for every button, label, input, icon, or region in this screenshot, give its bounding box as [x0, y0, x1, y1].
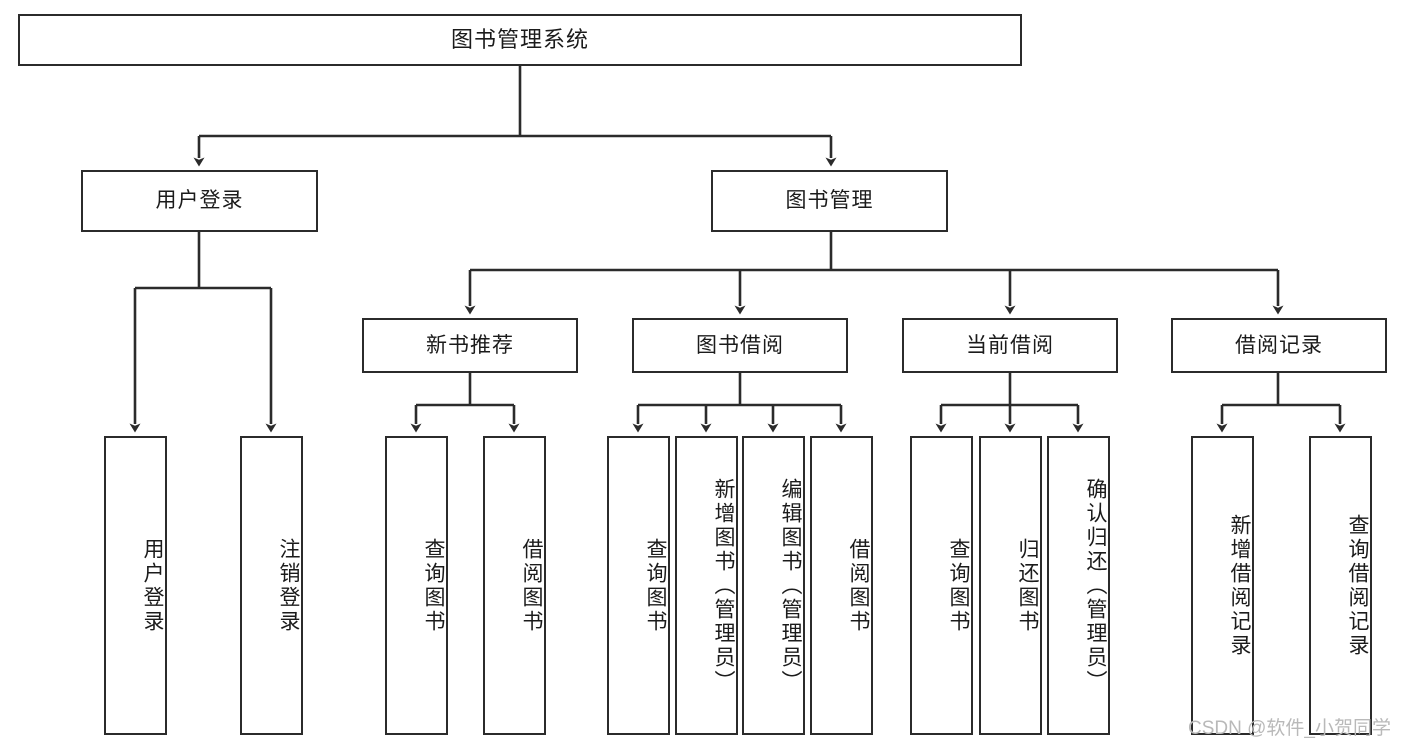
node-leaf-borrow-book-1[interactable]: 借阅图书 — [483, 436, 546, 735]
node-leaf-edit-book-label: 编辑图书（管理员） — [779, 477, 802, 694]
node-leaf-user-login-label: 用户登录 — [141, 537, 164, 634]
node-current-borrow-label: 当前借阅 — [966, 333, 1054, 357]
node-new-book-recommend-label: 新书推荐 — [426, 333, 514, 357]
node-leaf-query-record[interactable]: 查询借阅记录 — [1309, 436, 1372, 735]
node-leaf-confirm-return-label: 确认归还（管理员） — [1084, 477, 1107, 694]
node-user-login[interactable]: 用户登录 — [81, 170, 318, 232]
node-book-borrow-label: 图书借阅 — [696, 333, 784, 357]
node-leaf-borrow-book-1-label: 借阅图书 — [520, 537, 543, 634]
node-leaf-logout-login[interactable]: 注销登录 — [240, 436, 303, 735]
node-leaf-add-book[interactable]: 新增图书（管理员） — [675, 436, 738, 735]
node-leaf-confirm-return[interactable]: 确认归还（管理员） — [1047, 436, 1110, 735]
node-leaf-logout-login-label: 注销登录 — [277, 537, 300, 634]
node-leaf-user-login[interactable]: 用户登录 — [104, 436, 167, 735]
node-leaf-return-book-label: 归还图书 — [1016, 537, 1039, 634]
node-leaf-add-book-label: 新增图书（管理员） — [712, 477, 735, 694]
node-book-manage-label: 图书管理 — [785, 189, 874, 213]
node-leaf-query-book-1-label: 查询图书 — [422, 537, 445, 634]
node-borrow-record-label: 借阅记录 — [1235, 333, 1323, 357]
node-current-borrow[interactable]: 当前借阅 — [902, 318, 1118, 373]
node-leaf-query-book-2-label: 查询图书 — [644, 537, 667, 634]
node-root-label: 图书管理系统 — [450, 26, 589, 52]
node-leaf-query-book-2[interactable]: 查询图书 — [607, 436, 670, 735]
node-leaf-return-book[interactable]: 归还图书 — [979, 436, 1042, 735]
node-book-borrow[interactable]: 图书借阅 — [632, 318, 848, 373]
node-leaf-edit-book[interactable]: 编辑图书（管理员） — [742, 436, 805, 735]
node-leaf-query-book-3[interactable]: 查询图书 — [910, 436, 973, 735]
node-leaf-add-record[interactable]: 新增借阅记录 — [1191, 436, 1254, 735]
csdn-watermark: CSDN @软件_小贺同学 — [1188, 718, 1391, 739]
node-root[interactable]: 图书管理系统 — [18, 14, 1022, 66]
node-leaf-query-record-label: 查询借阅记录 — [1346, 513, 1369, 658]
node-leaf-query-book-1[interactable]: 查询图书 — [385, 436, 448, 735]
node-book-manage[interactable]: 图书管理 — [711, 170, 948, 232]
node-new-book-recommend[interactable]: 新书推荐 — [362, 318, 578, 373]
node-leaf-query-book-3-label: 查询图书 — [947, 537, 970, 634]
node-leaf-add-record-label: 新增借阅记录 — [1228, 513, 1251, 658]
node-user-login-label: 用户登录 — [155, 189, 244, 213]
node-leaf-borrow-book-2-label: 借阅图书 — [847, 537, 870, 634]
node-borrow-record[interactable]: 借阅记录 — [1171, 318, 1387, 373]
node-leaf-borrow-book-2[interactable]: 借阅图书 — [810, 436, 873, 735]
